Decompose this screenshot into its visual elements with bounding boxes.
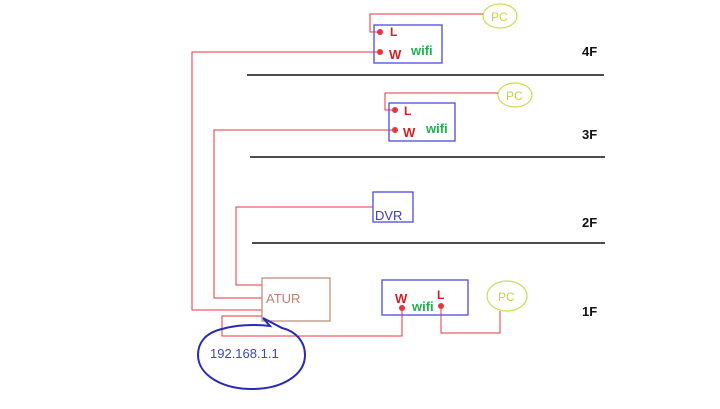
atur-label: ATUR xyxy=(266,291,300,306)
floor-label-3f: 3F xyxy=(582,127,597,142)
wire-l-to-pc-1f xyxy=(440,306,501,334)
wire-atur-to-wifi-1f xyxy=(221,308,403,337)
wire-l-to-pc-3f xyxy=(384,92,498,111)
wire-w-4f-to-atur xyxy=(191,51,380,311)
port-w-label-4f: W xyxy=(389,47,402,62)
wire-w-3f-to-atur xyxy=(213,129,395,299)
pc-label-3f: PC xyxy=(506,89,523,103)
wire-l-to-pc-4f xyxy=(369,13,483,33)
dvr-label: DVR xyxy=(375,208,402,223)
wifi-router-box-4f xyxy=(373,24,443,64)
floor-label-1f: 1F xyxy=(582,304,597,319)
port-l-label-4f: L xyxy=(390,25,397,39)
wifi-router-box-3f xyxy=(388,102,456,142)
router-ip-label: 192.168.1.1 xyxy=(210,346,279,361)
wifi-label-1f: wifi xyxy=(411,299,434,314)
ip-callout-bubble xyxy=(196,317,307,391)
wifi-label-4f: wifi xyxy=(410,43,433,58)
port-w-label-3f: W xyxy=(403,125,416,140)
floor-label-2f: 2F xyxy=(582,215,597,230)
pc-circle-1f xyxy=(486,280,528,312)
pc-label-1f: PC xyxy=(498,290,515,304)
pc-label-4f: PC xyxy=(491,10,508,24)
wire-dvr-to-atur xyxy=(235,206,373,286)
pc-circle-3f xyxy=(497,82,533,108)
wifi-router-box-1f xyxy=(381,279,469,316)
port-l-label-1f: L xyxy=(437,288,444,302)
floor-label-4f: 4F xyxy=(582,44,597,59)
port-w-label-1f: W xyxy=(395,291,408,306)
pc-circle-4f xyxy=(482,3,518,29)
atur-modem-box xyxy=(261,277,331,322)
port-l-label-3f: L xyxy=(404,104,411,118)
wifi-label-3f: wifi xyxy=(425,121,448,136)
